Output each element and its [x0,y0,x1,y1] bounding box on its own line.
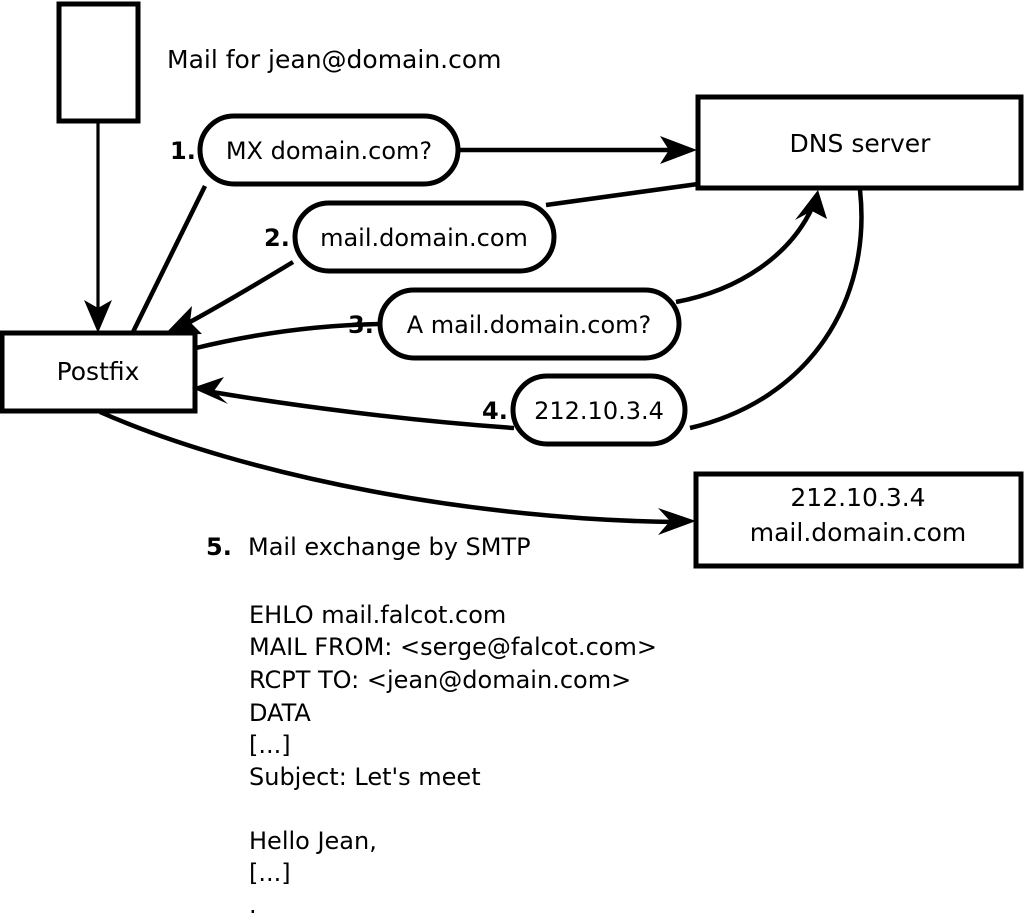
source-mail-box [56,1,141,124]
edge-dns-to-step4 [689,189,864,431]
edge-postfix-to-step1 [130,185,208,333]
step-4-bubble [510,373,688,447]
dns-server-label: DNS server [790,129,932,158]
step-2-bubble [292,200,557,274]
postfix-label: Postfix [57,357,140,386]
transcript-line-1: MAIL FROM: <serge@falcot.com> [249,633,657,661]
step-1-label: MX domain.com? [226,137,432,165]
transcript-line-2: RCPT TO: <jean@domain.com> [249,666,631,694]
edge-step2-to-postfix [188,260,295,324]
arrowhead-step4-to-postfix [192,377,228,404]
transcript-line-9: . [249,891,257,919]
step-3-label: A mail.domain.com? [407,311,652,339]
transcript-line-0: EHLO mail.falcot.com [249,601,506,629]
edge-postfix-to-target [99,409,677,525]
arrowhead-step2-to-postfix [164,306,202,335]
target-mail-server-ip: 212.10.3.4 [790,483,925,512]
step-2-number: 2. [264,224,290,252]
arrowhead-source-to-postfix [84,300,112,333]
step-4-number: 4. [482,397,508,425]
transcript-line-8: [...] [249,859,291,887]
step-3-number: 3. [348,311,374,339]
arrowhead-postfix-to-target [658,508,696,535]
step-4-label: 212.10.3.4 [534,397,664,425]
step-5-label: Mail exchange by SMTP [248,533,531,561]
step-2-label: mail.domain.com [320,224,528,252]
edge-postfix-to-step3 [195,321,380,351]
edge-step3-to-dns [675,207,815,305]
edge-dns-to-step2 [545,181,699,208]
step-1-number: 1. [170,137,196,165]
transcript-line-3: DATA [249,699,311,727]
dns-server-box [695,94,1024,191]
transcript-line-5: Subject: Let's meet [249,763,481,791]
step-5-number: 5. [206,533,232,561]
arrowhead-step3-to-dns [795,190,827,220]
step-1-bubble [197,113,461,187]
transcript-line-4: [...] [249,731,291,759]
step-3-bubble [377,287,682,361]
target-mail-server-host: mail.domain.com [750,518,966,547]
edge-step4-to-postfix [211,389,515,431]
diagram-title: Mail for jean@domain.com [167,45,502,74]
target-mail-server-box [693,471,1024,569]
arrowhead-step1-to-dns [660,136,697,164]
postfix-box [0,330,198,414]
transcript-line-7: Hello Jean, [249,827,377,855]
